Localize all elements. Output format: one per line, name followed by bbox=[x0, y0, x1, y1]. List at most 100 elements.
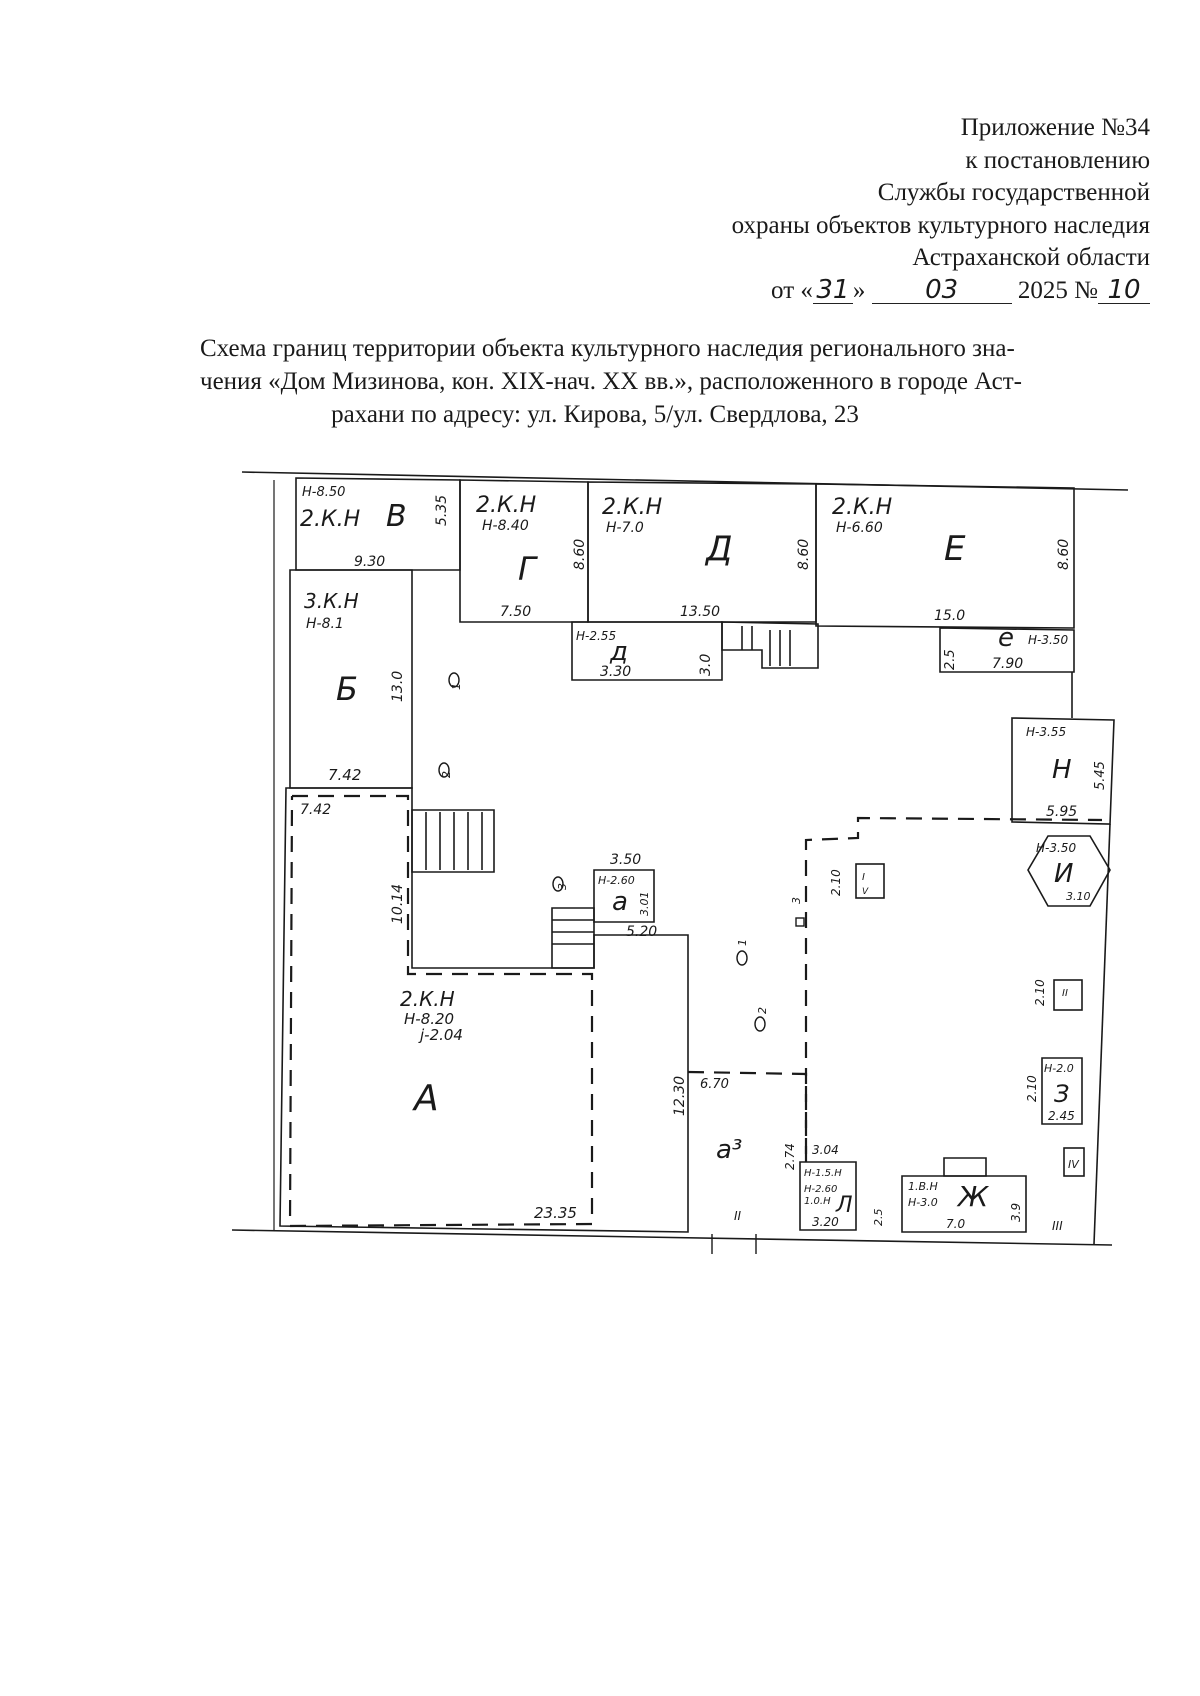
label-a3-depth: 2.74 bbox=[783, 1143, 797, 1170]
stairs-top bbox=[721, 621, 819, 669]
label-v-letter: В bbox=[386, 499, 407, 534]
well-label: 2 bbox=[440, 771, 453, 778]
label-n-depth: 5.45 bbox=[1093, 761, 1108, 790]
label-l-width: 3.20 bbox=[812, 1215, 839, 1229]
mark-label: III bbox=[1052, 1219, 1063, 1233]
label-d-type: 2.К.Н bbox=[602, 495, 662, 520]
appendix-number: Приложение №34 bbox=[960, 114, 1150, 141]
label-b-height: Н-8.1 bbox=[306, 616, 344, 632]
boundary-a-dashed bbox=[288, 794, 594, 1228]
label-g-height: Н-8.40 bbox=[482, 518, 529, 534]
label-l-letter: Л bbox=[835, 1193, 853, 1218]
well-icon bbox=[448, 672, 460, 688]
mark-label: I bbox=[862, 872, 865, 883]
label-b-type: 3.К.Н bbox=[304, 589, 359, 613]
well-label: 3 bbox=[790, 897, 803, 904]
label-a-small-bottom: 5.20 bbox=[626, 924, 657, 940]
appendix-line-3: Службы государственной bbox=[877, 179, 1150, 206]
label-n-height: Н-3.55 bbox=[1026, 725, 1066, 739]
label-n-letter: Н bbox=[1052, 755, 1072, 785]
label-zh-width: 7.0 bbox=[946, 1217, 965, 1231]
date-prefix: от « bbox=[771, 276, 813, 304]
well-label: 1 bbox=[450, 683, 463, 690]
building-z bbox=[1041, 1057, 1083, 1125]
building-l bbox=[799, 1161, 857, 1231]
label-e-small-letter: е bbox=[998, 623, 1014, 653]
label-g-letter: Г bbox=[518, 550, 538, 588]
label-g-depth: 8.60 bbox=[572, 539, 588, 570]
label-z-letter: З bbox=[1054, 1080, 1069, 1108]
date-mid: » bbox=[852, 276, 866, 304]
building-e bbox=[815, 483, 1075, 629]
label-b-depth: 13.0 bbox=[390, 671, 406, 702]
label-a-small-height: Н-2.60 bbox=[598, 874, 635, 887]
label-a-letter: А bbox=[412, 1078, 439, 1119]
annex-e-small bbox=[939, 627, 1075, 673]
boundary-yard-dashed bbox=[804, 816, 1103, 1162]
date-day-handwritten: 31 bbox=[812, 277, 853, 304]
label-d-small-letter: д bbox=[609, 637, 628, 667]
label-a3-letter: а³ bbox=[716, 1135, 742, 1165]
label-zh-type: 1.В.Н bbox=[908, 1180, 938, 1193]
label-zh-depth: 3.9 bbox=[1009, 1203, 1023, 1222]
small-dim-label: 2.10 bbox=[1025, 1075, 1039, 1102]
label-i-dim: 3.10 bbox=[1066, 890, 1091, 903]
appendix-line-5: Астраханской области bbox=[912, 244, 1150, 271]
survey-point-icon bbox=[795, 917, 805, 927]
date-year: 2025 № bbox=[1017, 276, 1098, 304]
label-z-dim: 2.45 bbox=[1048, 1109, 1075, 1123]
label-l-top-width: 3.04 bbox=[812, 1143, 839, 1157]
label-l-height: Н-2.60 bbox=[804, 1184, 837, 1195]
label-i-letter: И bbox=[1054, 859, 1073, 889]
label-zh-height: Н-3.0 bbox=[908, 1196, 938, 1209]
label-a-height: Н-8.20 bbox=[404, 1010, 454, 1028]
stairs-west bbox=[411, 809, 495, 873]
annex-a-small bbox=[593, 869, 655, 923]
label-a3-width: 6.70 bbox=[700, 1077, 729, 1092]
label-v-type: 2.К.Н bbox=[300, 507, 360, 532]
label-a-small-letter: а bbox=[612, 887, 628, 917]
label-z-height: Н-2.0 bbox=[1044, 1062, 1074, 1075]
marker-box-2 bbox=[1053, 979, 1083, 1011]
label-zh-letter: Ж bbox=[956, 1180, 990, 1213]
label-v-depth: 5.35 bbox=[434, 495, 450, 526]
building-zh-porch bbox=[943, 1157, 987, 1177]
label-b-letter: Б bbox=[336, 670, 358, 708]
appendix-line-2: к постановлению bbox=[965, 146, 1150, 174]
label-d-small-depth: 3.0 bbox=[698, 654, 714, 676]
mark-label: V bbox=[862, 887, 869, 897]
label-e-small-width: 7.90 bbox=[992, 656, 1023, 672]
appendix-header: Приложение №34 к постановлению Службы го… bbox=[590, 112, 1150, 307]
small-dim-label: 2.10 bbox=[1033, 979, 1047, 1006]
label-d-width: 13.50 bbox=[680, 604, 720, 620]
label-a-depth: 10.14 bbox=[390, 884, 406, 924]
mark-label: IV bbox=[1068, 1158, 1080, 1171]
title-line-3: рахани по адресу: ул. Кирова, 5/ул. Свер… bbox=[331, 401, 859, 428]
marker-box-1 bbox=[855, 863, 885, 899]
well-label: 1 bbox=[736, 939, 749, 946]
label-l-type: 1.0.Н bbox=[804, 1196, 831, 1207]
label-a-width: 23.35 bbox=[534, 1204, 577, 1222]
label-a-east: 12.30 bbox=[672, 1076, 688, 1116]
label-l-depth: 2.5 bbox=[872, 1209, 885, 1227]
label-d-letter: Д bbox=[704, 529, 733, 569]
well-label: 3 bbox=[556, 883, 569, 890]
street-line-bottom bbox=[231, 1229, 1113, 1246]
title-line-1: Схема границ территории объекта культурн… bbox=[200, 335, 1015, 362]
mark-label: II bbox=[734, 1209, 742, 1223]
label-e-width: 15.0 bbox=[934, 608, 965, 624]
well-icon bbox=[754, 1016, 766, 1032]
annex-d-small bbox=[571, 621, 723, 681]
label-e-small-height: Н-3.50 bbox=[1028, 633, 1068, 647]
marker-box-3 bbox=[1063, 1147, 1085, 1177]
label-d-height: Н-7.0 bbox=[606, 520, 644, 536]
label-e-type: 2.К.Н bbox=[832, 495, 892, 520]
label-e-depth: 8.60 bbox=[1056, 539, 1072, 570]
label-g-type: 2.К.Н bbox=[476, 493, 536, 518]
porch bbox=[551, 907, 595, 969]
well-label: 2 bbox=[756, 1007, 769, 1014]
label-g-width: 7.50 bbox=[500, 604, 531, 620]
well-icon bbox=[438, 762, 450, 778]
